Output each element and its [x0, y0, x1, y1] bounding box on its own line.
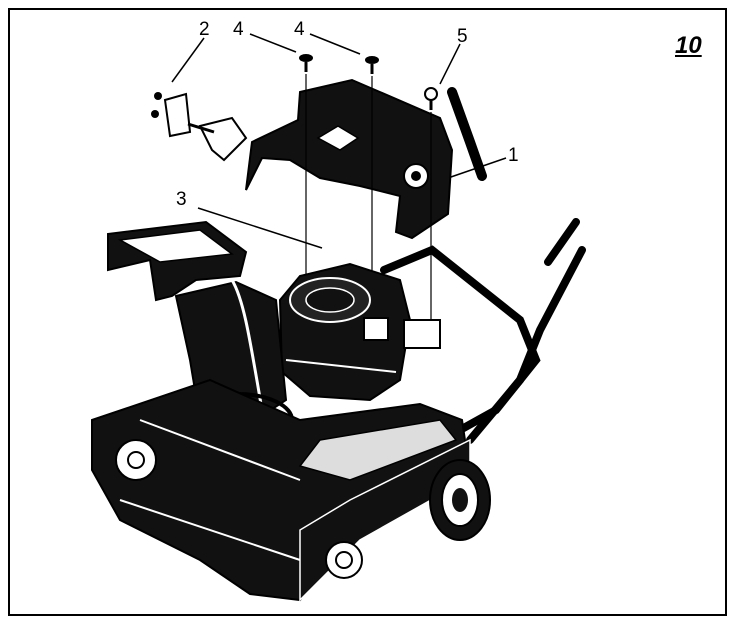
leader-line-3 — [197, 207, 323, 249]
screw-head — [154, 92, 162, 100]
guide-lines — [305, 74, 432, 320]
leader-line-4b — [309, 33, 361, 55]
leader-line-2 — [171, 37, 205, 83]
leader-line-5 — [439, 43, 461, 85]
callout-3: 3 — [176, 189, 187, 210]
screws — [299, 54, 438, 110]
callout-5: 5 — [457, 26, 468, 47]
screw-head — [299, 54, 313, 62]
callout-4a: 4 — [233, 19, 244, 40]
handle — [380, 87, 586, 444]
bracket-plate — [163, 92, 192, 138]
engine-cover — [245, 78, 454, 240]
engine — [278, 262, 441, 402]
leader-line-4a — [249, 33, 297, 53]
auger-housing — [91, 378, 472, 602]
screw-head — [424, 87, 438, 101]
screw-head — [365, 56, 379, 64]
bolt — [187, 122, 215, 134]
callout-1: 1 — [508, 145, 519, 166]
bracket-assembly — [151, 92, 248, 162]
callout-4b: 4 — [294, 19, 305, 40]
figure-number: 10 — [675, 32, 702, 59]
wheel — [429, 459, 491, 541]
callout-2: 2 — [199, 19, 210, 40]
bracket-clip — [198, 116, 248, 162]
screw-head — [151, 110, 159, 118]
